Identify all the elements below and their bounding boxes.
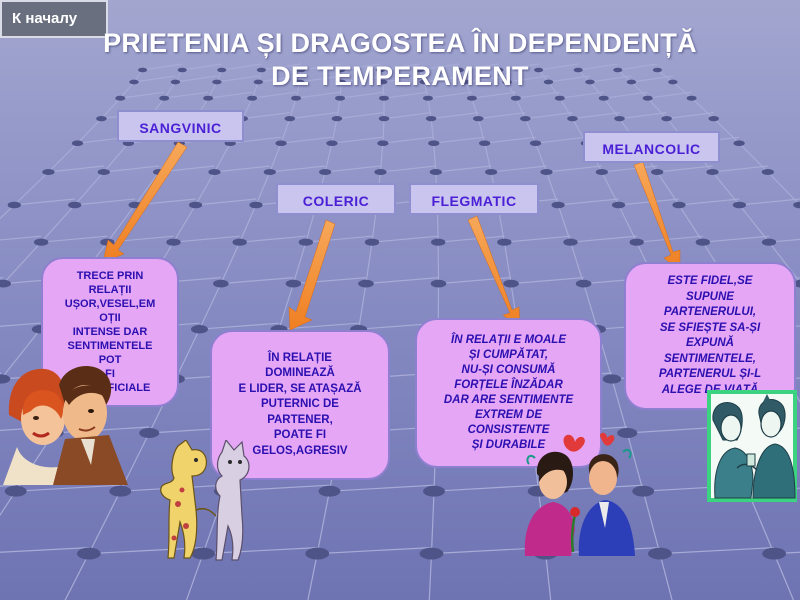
label-flegmatic: FLEGMATIC [409,183,539,215]
arrow-coleric [289,220,335,330]
arrow-flegmatic [468,216,520,330]
label-melancolic: MELANCOLIC [583,131,720,163]
cats-pair-illustration [156,440,266,565]
label-coleric: COLERIC [276,183,396,215]
label-sangvinic: SANGVINIC [117,110,244,142]
couple-green-illustration [707,390,797,502]
couple-flower-illustration [515,432,640,557]
arrow-melancolic [634,162,680,272]
bubble-melancolic-text: ESTE FIDEL,SE SUPUNE PARTENERULUI, SE SF… [659,274,761,398]
arrow-sangvinic [103,142,187,262]
couple-cheek-illustration [3,355,128,485]
bubble-melancolic: ESTE FIDEL,SE SUPUNE PARTENERULUI, SE SF… [624,262,796,410]
